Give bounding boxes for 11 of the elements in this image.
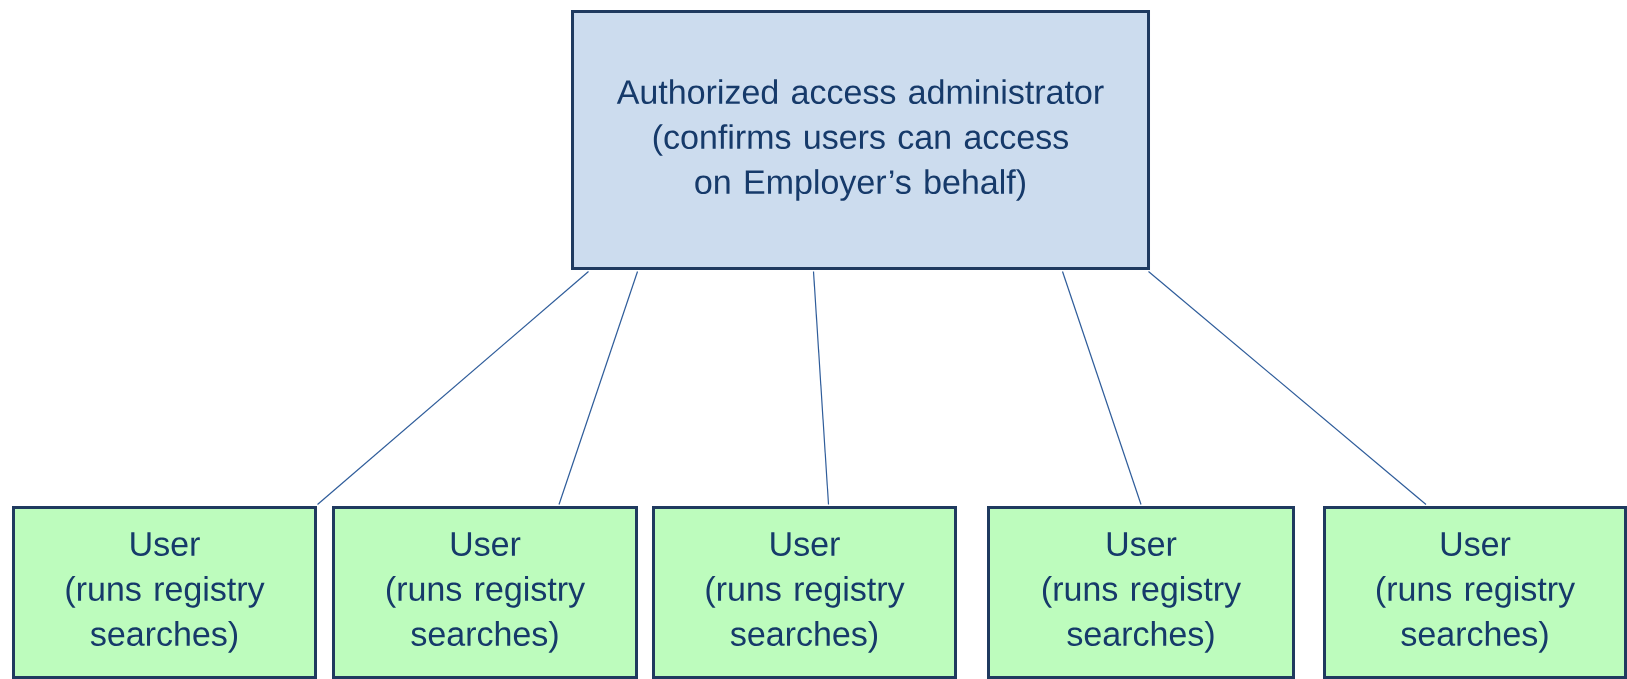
user-box: User (runs registry searches) xyxy=(652,506,957,679)
user-box: User (runs registry searches) xyxy=(12,506,317,679)
administrator-box: Authorized access administrator (confirms users can access on Employer’s behalf) xyxy=(571,10,1150,270)
connector-line xyxy=(558,270,639,506)
connector-line xyxy=(1061,270,1142,506)
connector-line xyxy=(812,270,830,506)
connector-line xyxy=(316,270,590,506)
user-box: User (runs registry searches) xyxy=(1323,506,1627,679)
user-box: User (runs registry searches) xyxy=(987,506,1295,679)
user-box: User (runs registry searches) xyxy=(332,506,638,679)
connector-line xyxy=(1147,270,1427,506)
